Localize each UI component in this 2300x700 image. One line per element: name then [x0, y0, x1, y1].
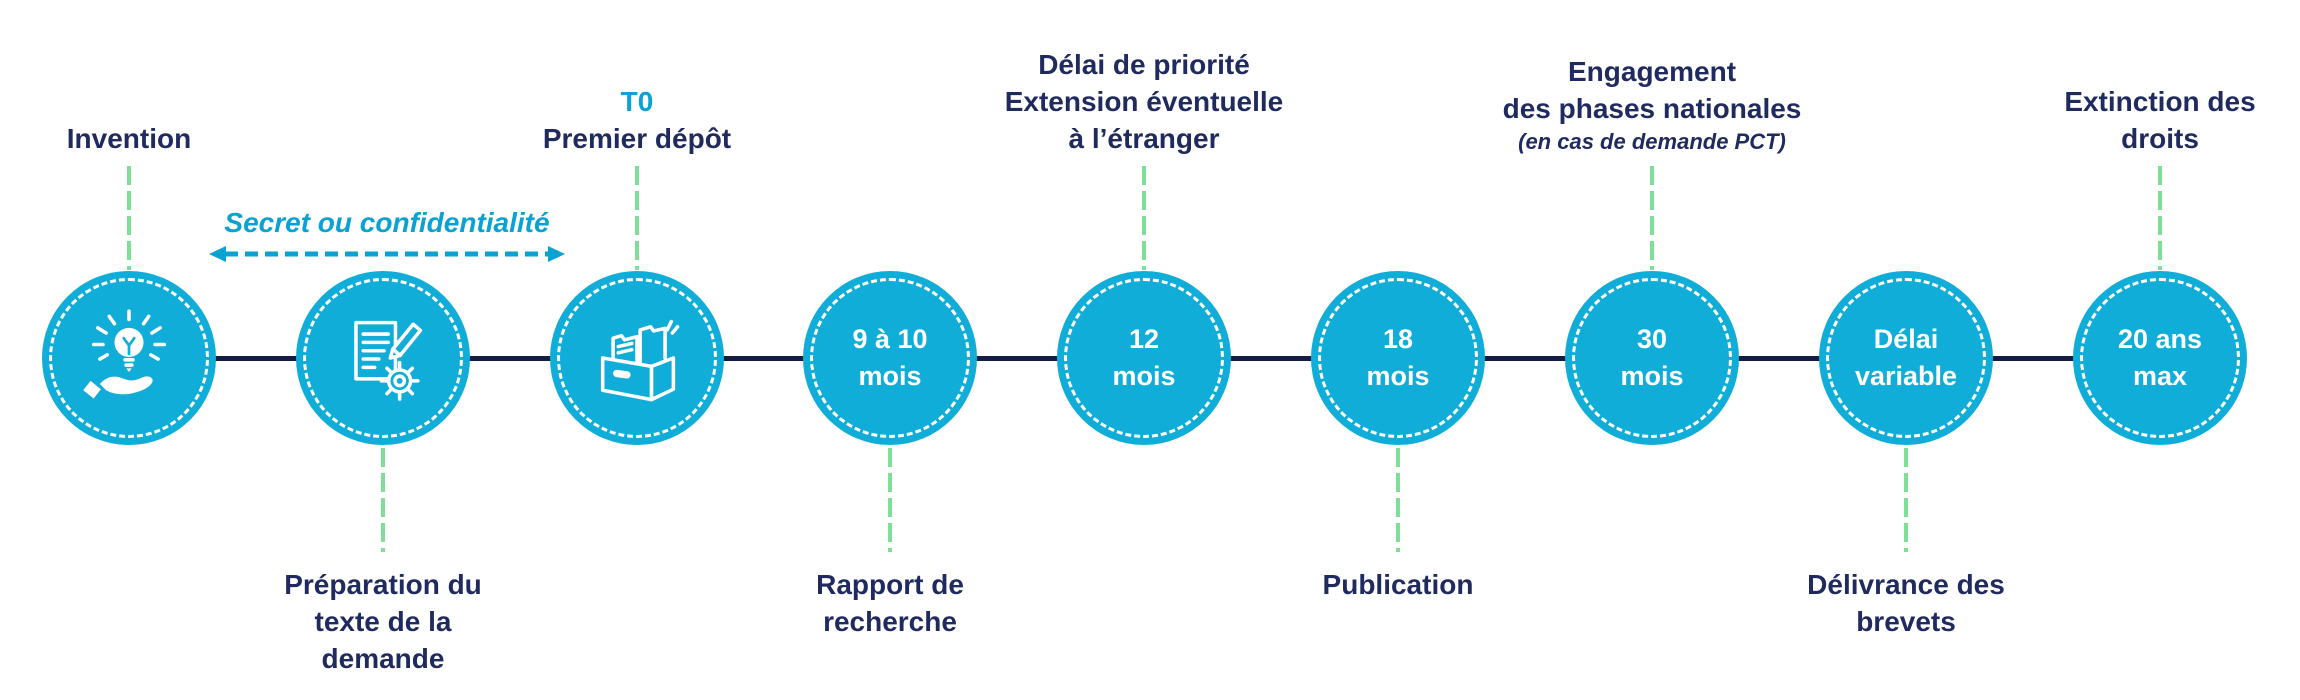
label-line: Rapport de: [816, 569, 964, 600]
delai-priorite-circle: 12 mois: [1057, 271, 1231, 445]
delivrance-circle: Délai variable: [1819, 271, 1993, 445]
dashed-ring: [810, 278, 970, 438]
connector-top: [635, 166, 639, 270]
label-line: Extension éventuelle: [1004, 86, 1284, 117]
delai-priorite-label: Délai de priorité Extension éventuelle à…: [974, 46, 1314, 157]
file-box-icon: [600, 319, 680, 402]
connector-top: [1142, 166, 1146, 270]
preparation-label: Préparation du texte de la demande: [223, 566, 543, 677]
label-line: Préparation du: [284, 569, 482, 600]
extinction-circle: 20 ans max: [2073, 271, 2247, 445]
label-line: Premier dépôt: [542, 123, 732, 154]
dashed-ring: [49, 278, 209, 438]
connector-bottom: [381, 448, 385, 552]
label-line: Publication: [1322, 569, 1474, 600]
extinction-label: Extinction des droits: [1990, 83, 2300, 157]
dashed-ring: [557, 278, 717, 438]
publication-label: Publication: [1238, 566, 1558, 603]
milestone-duration: 30 mois: [1620, 324, 1684, 391]
label-line: droits: [2121, 123, 2199, 154]
phases-nationales-circle: 30 mois: [1565, 271, 1739, 445]
dashed-ring: [303, 278, 463, 438]
dashed-ring: [1826, 278, 1986, 438]
premier-depot-label: T0 Premier dépôt: [467, 83, 807, 157]
lightbulb-hand-icon: [83, 309, 167, 399]
invention-circle: [42, 271, 216, 445]
secret-period-label: Secret ou confidentialité: [224, 207, 550, 238]
label-line: recherche: [823, 606, 957, 637]
milestone-duration: 12 mois: [1112, 324, 1176, 391]
connector-bottom: [888, 448, 892, 552]
label-line: des phases nationales: [1502, 93, 1802, 124]
connector-top: [2158, 166, 2162, 270]
document-pencil-gear-icon: [354, 320, 423, 401]
dashed-ring: [2080, 278, 2240, 438]
connector-top: [127, 166, 131, 270]
label-line: Délai de priorité: [1038, 49, 1250, 80]
preparation-circle: [296, 271, 470, 445]
dashed-ring: [1572, 278, 1732, 438]
phases-nationales-label: Engagement des phases nationales (en cas…: [1482, 53, 1822, 157]
label-line-pct: (en cas de demande PCT): [1518, 129, 1786, 154]
invention-label: Invention: [0, 120, 299, 157]
connector-bottom: [1396, 448, 1400, 552]
milestone-duration: Délai variable: [1854, 324, 1958, 391]
dashed-ring: [1318, 278, 1478, 438]
t0-label-line: T0: [620, 86, 654, 117]
dashed-ring: [1064, 278, 1224, 438]
label-line: à l’étranger: [1068, 123, 1220, 154]
rapport-label: Rapport de recherche: [730, 566, 1050, 640]
secret-period-arrow-icon: [209, 246, 565, 262]
milestone-duration: 9 à 10 mois: [852, 324, 928, 391]
label-line: demande: [321, 643, 445, 674]
label-line: texte de la: [314, 606, 452, 637]
delivrance-label: Délivrance des brevets: [1746, 566, 2066, 640]
publication-circle: 18 mois: [1311, 271, 1485, 445]
label-line: Engagement: [1567, 56, 1737, 87]
label-line: brevets: [1856, 606, 1956, 637]
milestone-duration: 20 ans max: [2117, 324, 2203, 391]
label-line: Extinction des: [2064, 86, 2256, 117]
label-line: Délivrance des: [1807, 569, 2005, 600]
rapport-circle: 9 à 10 mois: [803, 271, 977, 445]
premier-depot-circle: [550, 271, 724, 445]
connector-bottom: [1904, 448, 1908, 552]
label-line: Invention: [66, 123, 192, 154]
connector-top: [1650, 166, 1654, 270]
milestone-duration: 18 mois: [1366, 324, 1430, 391]
